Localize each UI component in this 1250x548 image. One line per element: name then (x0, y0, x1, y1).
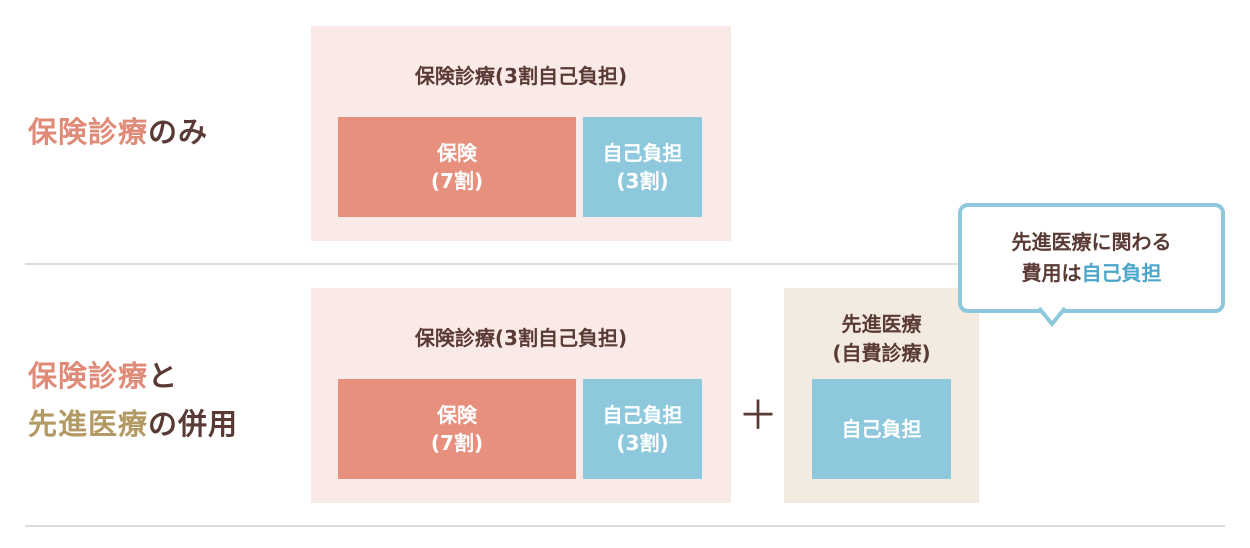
row2-insurance-box: 保険 (7割) (338, 379, 576, 479)
advanced-title-line2: (自費診療) (832, 341, 931, 365)
row2-title-combined: の併用 (148, 407, 239, 441)
advanced-panel-title: 先進医療 (自費診療) (784, 310, 979, 368)
row2-insurance-label: 保険 (437, 403, 477, 427)
callout-line2: 費用は自己負担 (962, 258, 1221, 289)
row2-title-advanced: 先進医療 (28, 407, 149, 441)
callout-line2-highlight: 自己負担 (1081, 261, 1162, 285)
row1-panel-title: 保険診療(3割自己負担) (414, 64, 628, 88)
row2-self-pay-label: 自己負担 (602, 403, 683, 427)
row1-self-pay-box: 自己負担 (3割) (583, 117, 702, 217)
advanced-title-line1: 先進医療 (841, 312, 922, 336)
row2-title-insurance: 保険診療 (28, 359, 149, 393)
row2-panel-title: 保険診療(3割自己負担) (414, 326, 628, 350)
advanced-medical-panel: 先進医療 (自費診療) 自己負担 (784, 288, 979, 503)
row1-self-pay-ratio: (3割) (616, 169, 669, 193)
callout-bubble: 先進医療に関わる 費用は自己負担 (958, 203, 1225, 313)
row2-title-line1: 保険診療と (28, 362, 178, 391)
plus-icon: ＋ (738, 393, 778, 439)
row1-title-suffix: のみ (148, 115, 209, 149)
row2-self-pay-box: 自己負担 (3割) (583, 379, 702, 479)
divider-top (25, 263, 1225, 265)
row2-title-line2: 先進医療の併用 (28, 410, 238, 439)
row2-self-pay-ratio: (3割) (616, 431, 669, 455)
row1-insurance-ratio: (7割) (430, 169, 484, 193)
advanced-self-pay-label: 自己負担 (841, 417, 922, 441)
row1-insurance-panel: 保険診療(3割自己負担) 保険 (7割) 自己負担 (3割) (311, 26, 731, 241)
row1-insurance-box: 保険 (7割) (338, 117, 576, 217)
callout-line1: 先進医療に関わる (1011, 230, 1172, 254)
row2-insurance-panel: 保険診療(3割自己負担) 保険 (7割) 自己負担 (3割) (311, 288, 731, 503)
callout-pointer-icon (1037, 307, 1067, 328)
row2-title-and: と (148, 359, 179, 393)
row1-insurance-label: 保険 (437, 141, 477, 165)
row1-self-pay-label: 自己負担 (602, 141, 683, 165)
divider-bottom (25, 525, 1225, 527)
row1-title-highlight: 保険診療 (28, 115, 149, 149)
row1-title: 保険診療のみ (28, 118, 208, 147)
row2-insurance-ratio: (7割) (430, 431, 484, 455)
advanced-self-pay-box: 自己負担 (812, 379, 951, 479)
callout-line2-text: 費用は (1021, 261, 1082, 285)
